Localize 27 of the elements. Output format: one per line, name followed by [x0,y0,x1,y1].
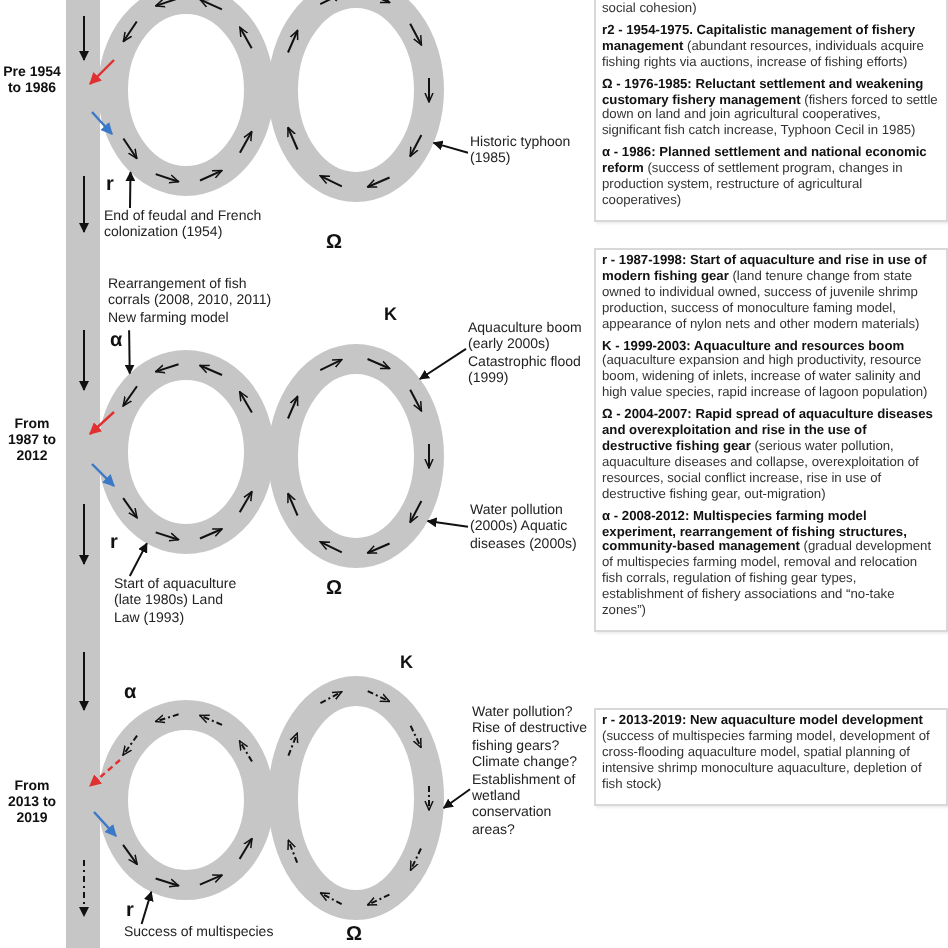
leader-arrow [442,788,471,809]
loop-ring [98,700,274,900]
phase-symbol: K [384,304,397,325]
phase-symbol: Ω [326,578,343,601]
leader-arrow [125,171,136,209]
period-description-box [594,248,948,632]
phase-symbol: K [400,652,413,673]
leader-arrow [432,140,469,154]
phase-symbol: Ω [326,232,343,255]
period-description-box [594,0,948,222]
leader-arrow [140,890,154,925]
loop-ring [98,350,274,554]
leader-arrow [418,347,467,380]
leader-arrow [128,542,148,577]
loop-ring [268,344,444,568]
leader-arrow [426,517,469,528]
phase-symbol: r [126,900,134,923]
phase-symbol: α [110,330,123,353]
loop-ring [98,0,274,196]
phase-symbol: α [124,682,137,705]
leader-arrow [124,329,135,375]
phase-symbol: r [110,532,118,555]
loop-ring [268,676,444,920]
phase-symbol: Ω [346,924,363,947]
period-description-box [594,708,948,806]
phase-symbol: r [106,174,114,197]
loop-ring [268,0,444,202]
